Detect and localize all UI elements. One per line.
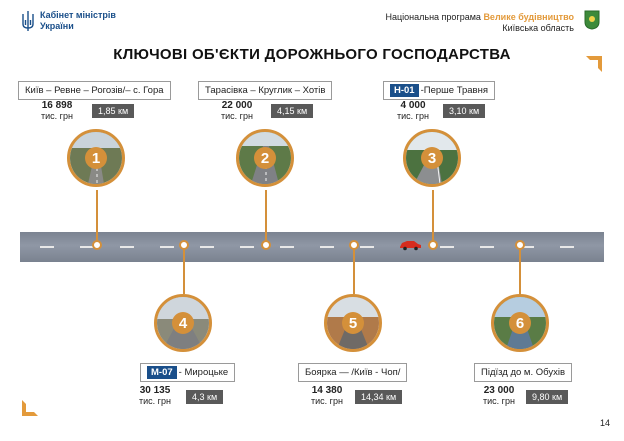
location-marker — [428, 240, 438, 250]
object-6-number: 6 — [494, 297, 546, 349]
program-block: Національна програма Велике будівництво … — [385, 12, 574, 34]
object-1-amount-unit: тис. грн — [41, 111, 73, 121]
connector-line — [519, 246, 521, 294]
object-1-amount-value: 16 898 — [41, 100, 73, 111]
object-3-amount-unit: тис. грн — [397, 111, 429, 121]
object-5-amount: 14 380 тис. грн — [302, 385, 352, 407]
object-3-highway-badge: Н-01 — [390, 84, 419, 97]
road-marking — [440, 246, 454, 248]
road-marking — [240, 246, 254, 248]
object-3-photo[interactable]: 3 — [403, 129, 461, 187]
object-3-amount: 4 000 тис. грн — [388, 100, 438, 122]
object-3-number: 3 — [406, 132, 458, 184]
connector-line — [353, 246, 355, 294]
page-number: 14 — [599, 418, 610, 428]
road-marking — [200, 246, 214, 248]
region-emblem-icon — [584, 10, 600, 30]
region-name: Київська область — [502, 23, 574, 33]
road-marking — [80, 246, 94, 248]
object-1-number: 1 — [70, 132, 122, 184]
corner-decoration-icon — [586, 56, 602, 72]
object-1-name: Київ – Ревне – Рогозів/– с. Гора — [18, 81, 171, 100]
road-marking — [360, 246, 374, 248]
road-strip — [20, 232, 604, 262]
car-icon — [400, 241, 421, 251]
object-4-highway-badge: М-07 — [147, 366, 177, 379]
object-6-name: Підїзд до м. Обухів — [474, 363, 573, 382]
object-6-photo[interactable]: 6 — [491, 294, 549, 352]
program-name: Велике будівництво — [483, 12, 574, 22]
object-2-amount-value: 22 000 — [221, 100, 253, 111]
location-marker — [179, 240, 189, 250]
object-1-length: 1,85 км — [92, 104, 135, 118]
object-3-amount-value: 4 000 — [400, 100, 426, 111]
object-1-photo[interactable]: 1 — [67, 129, 125, 187]
object-4-number: 4 — [157, 297, 209, 349]
object-5-length: 14,34 км — [355, 390, 403, 404]
government-name: Кабінет міністрів України — [40, 10, 116, 32]
object-2-amount-unit: тис. грн — [221, 111, 253, 121]
object-4-name: М-07- Мироцьке — [140, 363, 236, 382]
government-name-line2: України — [40, 21, 74, 31]
object-6-length: 9,80 км — [526, 390, 569, 404]
location-marker — [261, 240, 271, 250]
program-prefix: Національна програма — [385, 12, 481, 22]
object-2-name: Тарасівка – Круглик – Хотів — [198, 81, 333, 100]
road-marking — [480, 246, 494, 248]
road-marking — [520, 246, 534, 248]
object-4-photo[interactable]: 4 — [154, 294, 212, 352]
object-2-length: 4,15 км — [271, 104, 314, 118]
object-4-name-text: - Мироцьке — [178, 367, 229, 378]
road-marking — [160, 246, 174, 248]
object-4-amount-unit: тис. грн — [139, 396, 171, 406]
road-marking — [320, 246, 334, 248]
object-6-amount: 23 000 тис. грн — [474, 385, 524, 407]
object-4-amount-value: 30 135 — [139, 385, 171, 396]
road-marking — [40, 246, 54, 248]
object-4-amount: 30 135 тис. грн — [130, 385, 180, 407]
object-2-photo[interactable]: 2 — [236, 129, 294, 187]
page-title: КЛЮЧОВІ ОБ'ЄКТИ ДОРОЖНЬОГО ГОСПОДАРСТВА — [113, 46, 511, 63]
road-marking — [120, 246, 134, 248]
connector-line — [96, 190, 98, 244]
object-6-amount-value: 23 000 — [483, 385, 515, 396]
road-marking — [280, 246, 294, 248]
object-3-name: Н-01-Перше Травня — [383, 81, 495, 100]
object-5-amount-value: 14 380 — [311, 385, 343, 396]
object-5-name: Боярка — /Київ - Чоп/ — [298, 363, 408, 382]
government-logo-block: Кабінет міністрів України — [22, 10, 116, 32]
location-marker — [349, 240, 359, 250]
trident-icon — [22, 11, 34, 31]
government-name-line1: Кабінет міністрів — [40, 10, 116, 20]
object-2-amount: 22 000 тис. грн — [212, 100, 262, 122]
location-marker — [515, 240, 525, 250]
location-marker — [92, 240, 102, 250]
corner-decoration-icon — [22, 400, 38, 416]
object-1-amount: 16 898 тис. грн — [32, 100, 82, 122]
connector-line — [265, 190, 267, 244]
connector-line — [183, 246, 185, 294]
object-5-photo[interactable]: 5 — [324, 294, 382, 352]
object-2-number: 2 — [239, 132, 291, 184]
connector-line — [432, 190, 434, 244]
object-5-amount-unit: тис. грн — [311, 396, 343, 406]
road-marking — [560, 246, 574, 248]
object-5-number: 5 — [327, 297, 379, 349]
object-6-amount-unit: тис. грн — [483, 396, 515, 406]
object-3-length: 3,10 км — [443, 104, 486, 118]
object-4-length: 4,3 км — [186, 390, 224, 404]
object-3-name-text: -Перше Травня — [420, 85, 488, 96]
